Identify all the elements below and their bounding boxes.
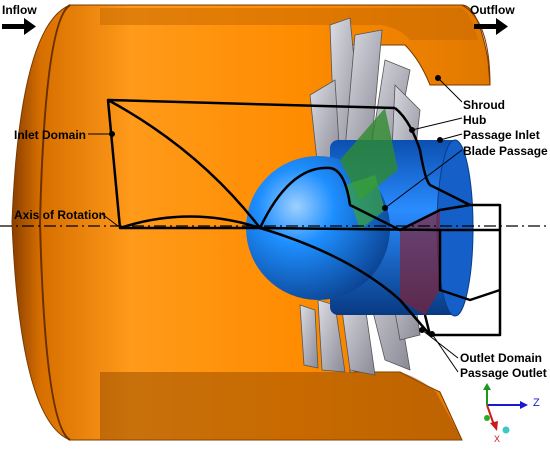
inlet-domain-arc: [119, 215, 261, 230]
shroud-left-rim: [38, 4, 71, 441]
triad-z-label: Z: [533, 397, 540, 409]
axis-of-rotation-label: Axis of Rotation: [14, 208, 106, 222]
inflow-label: Inflow: [2, 3, 37, 17]
blade-passage-outline: [258, 166, 502, 337]
passage-inlet-label: Passage Inlet: [463, 128, 540, 142]
blade: [317, 299, 346, 373]
axis-triad-icon: Z X Y: [478, 383, 540, 444]
passage-outlet-surface: [400, 210, 440, 315]
hub-label: Hub: [463, 113, 486, 127]
leader-lines: [88, 75, 463, 373]
outlet-domain-lines: [423, 230, 501, 336]
inlet-domain-label: Inlet Domain: [14, 128, 86, 142]
outflow-label: Outflow: [470, 3, 515, 17]
shroud-right-edge: [461, 4, 491, 86]
blade: [299, 304, 319, 369]
shroud-bottom-cut: [100, 372, 462, 440]
outlet-domain-label: Outlet Domain: [460, 351, 542, 365]
inflow-arrow-icon: [2, 18, 36, 35]
inlet-domain-top: [107, 98, 396, 110]
blade-passage-upper: [394, 107, 471, 207]
triad-y-label: Y: [478, 385, 479, 387]
outflow-arrow-icon: [474, 18, 508, 35]
shroud-label: Shroud: [463, 98, 505, 112]
shroud-top-cut: [100, 8, 478, 40]
blade-passage-label: Blade Passage: [463, 144, 548, 158]
passage-inlet-surface: [340, 108, 398, 200]
passage-outlet-label: Passage Outlet: [460, 366, 547, 380]
triad-x-label: X: [494, 434, 500, 444]
